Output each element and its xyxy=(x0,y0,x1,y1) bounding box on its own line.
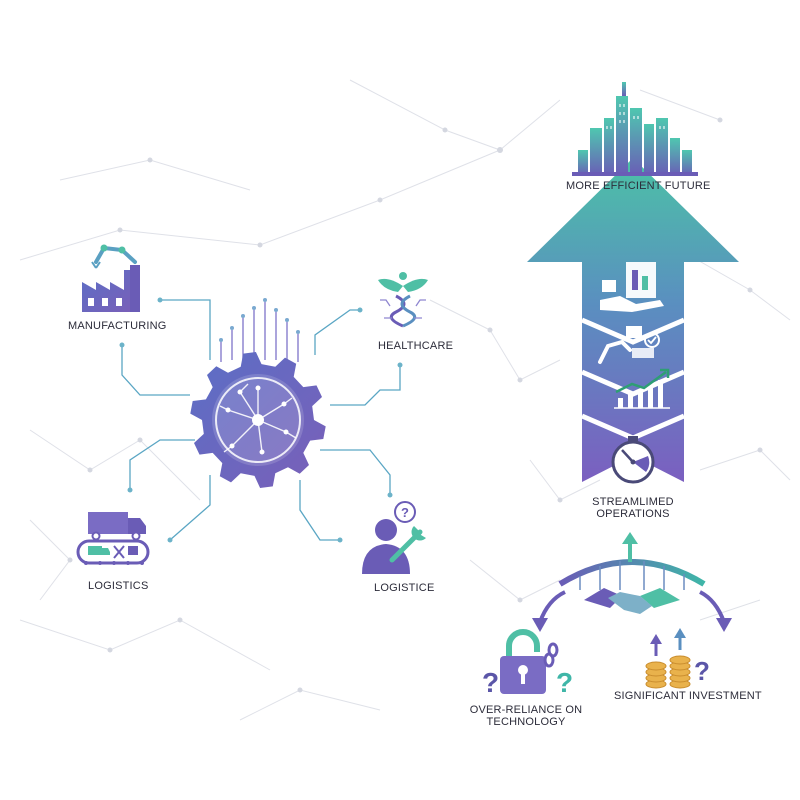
spoke-label-manufacturing: MANUFACTURING xyxy=(68,320,167,332)
hub-connectors xyxy=(121,299,401,541)
svg-text:?: ? xyxy=(694,656,710,686)
city-skyline-icon xyxy=(572,82,698,176)
tradeoff-right-label: SIGNIFICANT INVESTMENT xyxy=(614,690,762,702)
caduceus-icon xyxy=(378,272,428,334)
coin-stacks-icon: ? xyxy=(645,628,710,689)
gear-circuit-icon xyxy=(190,298,326,488)
tradeoff-left-label-line2: TECHNOLOGY xyxy=(486,716,566,728)
background-nodes xyxy=(67,117,763,693)
robot-arm-checklist-icon xyxy=(598,326,660,364)
arrow-top-label: MORE EFFICIENT FUTURE xyxy=(566,180,711,192)
broken-padlock-icon: ? ? xyxy=(482,629,573,698)
worker-wrench-icon: ? xyxy=(362,501,426,574)
arrow-bottom-label: STREAMLIMED OPERATIONS xyxy=(573,496,693,520)
city-window-grid xyxy=(606,104,665,129)
spoke-label-logistice: LOGISTICE xyxy=(374,582,435,594)
stopwatch-icon xyxy=(611,436,655,484)
spoke-label-healthcare: HEALTHCARE xyxy=(378,340,454,352)
arrow-bottom-label-line1: STREAMLIMED xyxy=(592,496,674,508)
progress-arrow xyxy=(527,158,739,482)
svg-text:?: ? xyxy=(401,505,409,520)
spoke-label-logistics: LOGISTICS xyxy=(88,580,149,592)
tradeoff-left-label-line1: OVER-RELIANCE ON xyxy=(469,704,583,716)
svg-text:?: ? xyxy=(482,667,499,698)
arrow-bottom-label-line2: OPERATIONS xyxy=(596,508,670,520)
factory-robot-arm-icon xyxy=(82,244,140,312)
handshake-bridge-icon xyxy=(532,532,732,632)
growth-chart-icon xyxy=(614,368,670,409)
hub-connector-nodes xyxy=(119,297,403,543)
hand-documents-icon xyxy=(600,262,664,312)
truck-conveyor-icon xyxy=(76,512,150,565)
svg-text:?: ? xyxy=(556,667,573,698)
tradeoff-left-label: OVER-RELIANCE ON TECHNOLOGY xyxy=(466,704,586,728)
